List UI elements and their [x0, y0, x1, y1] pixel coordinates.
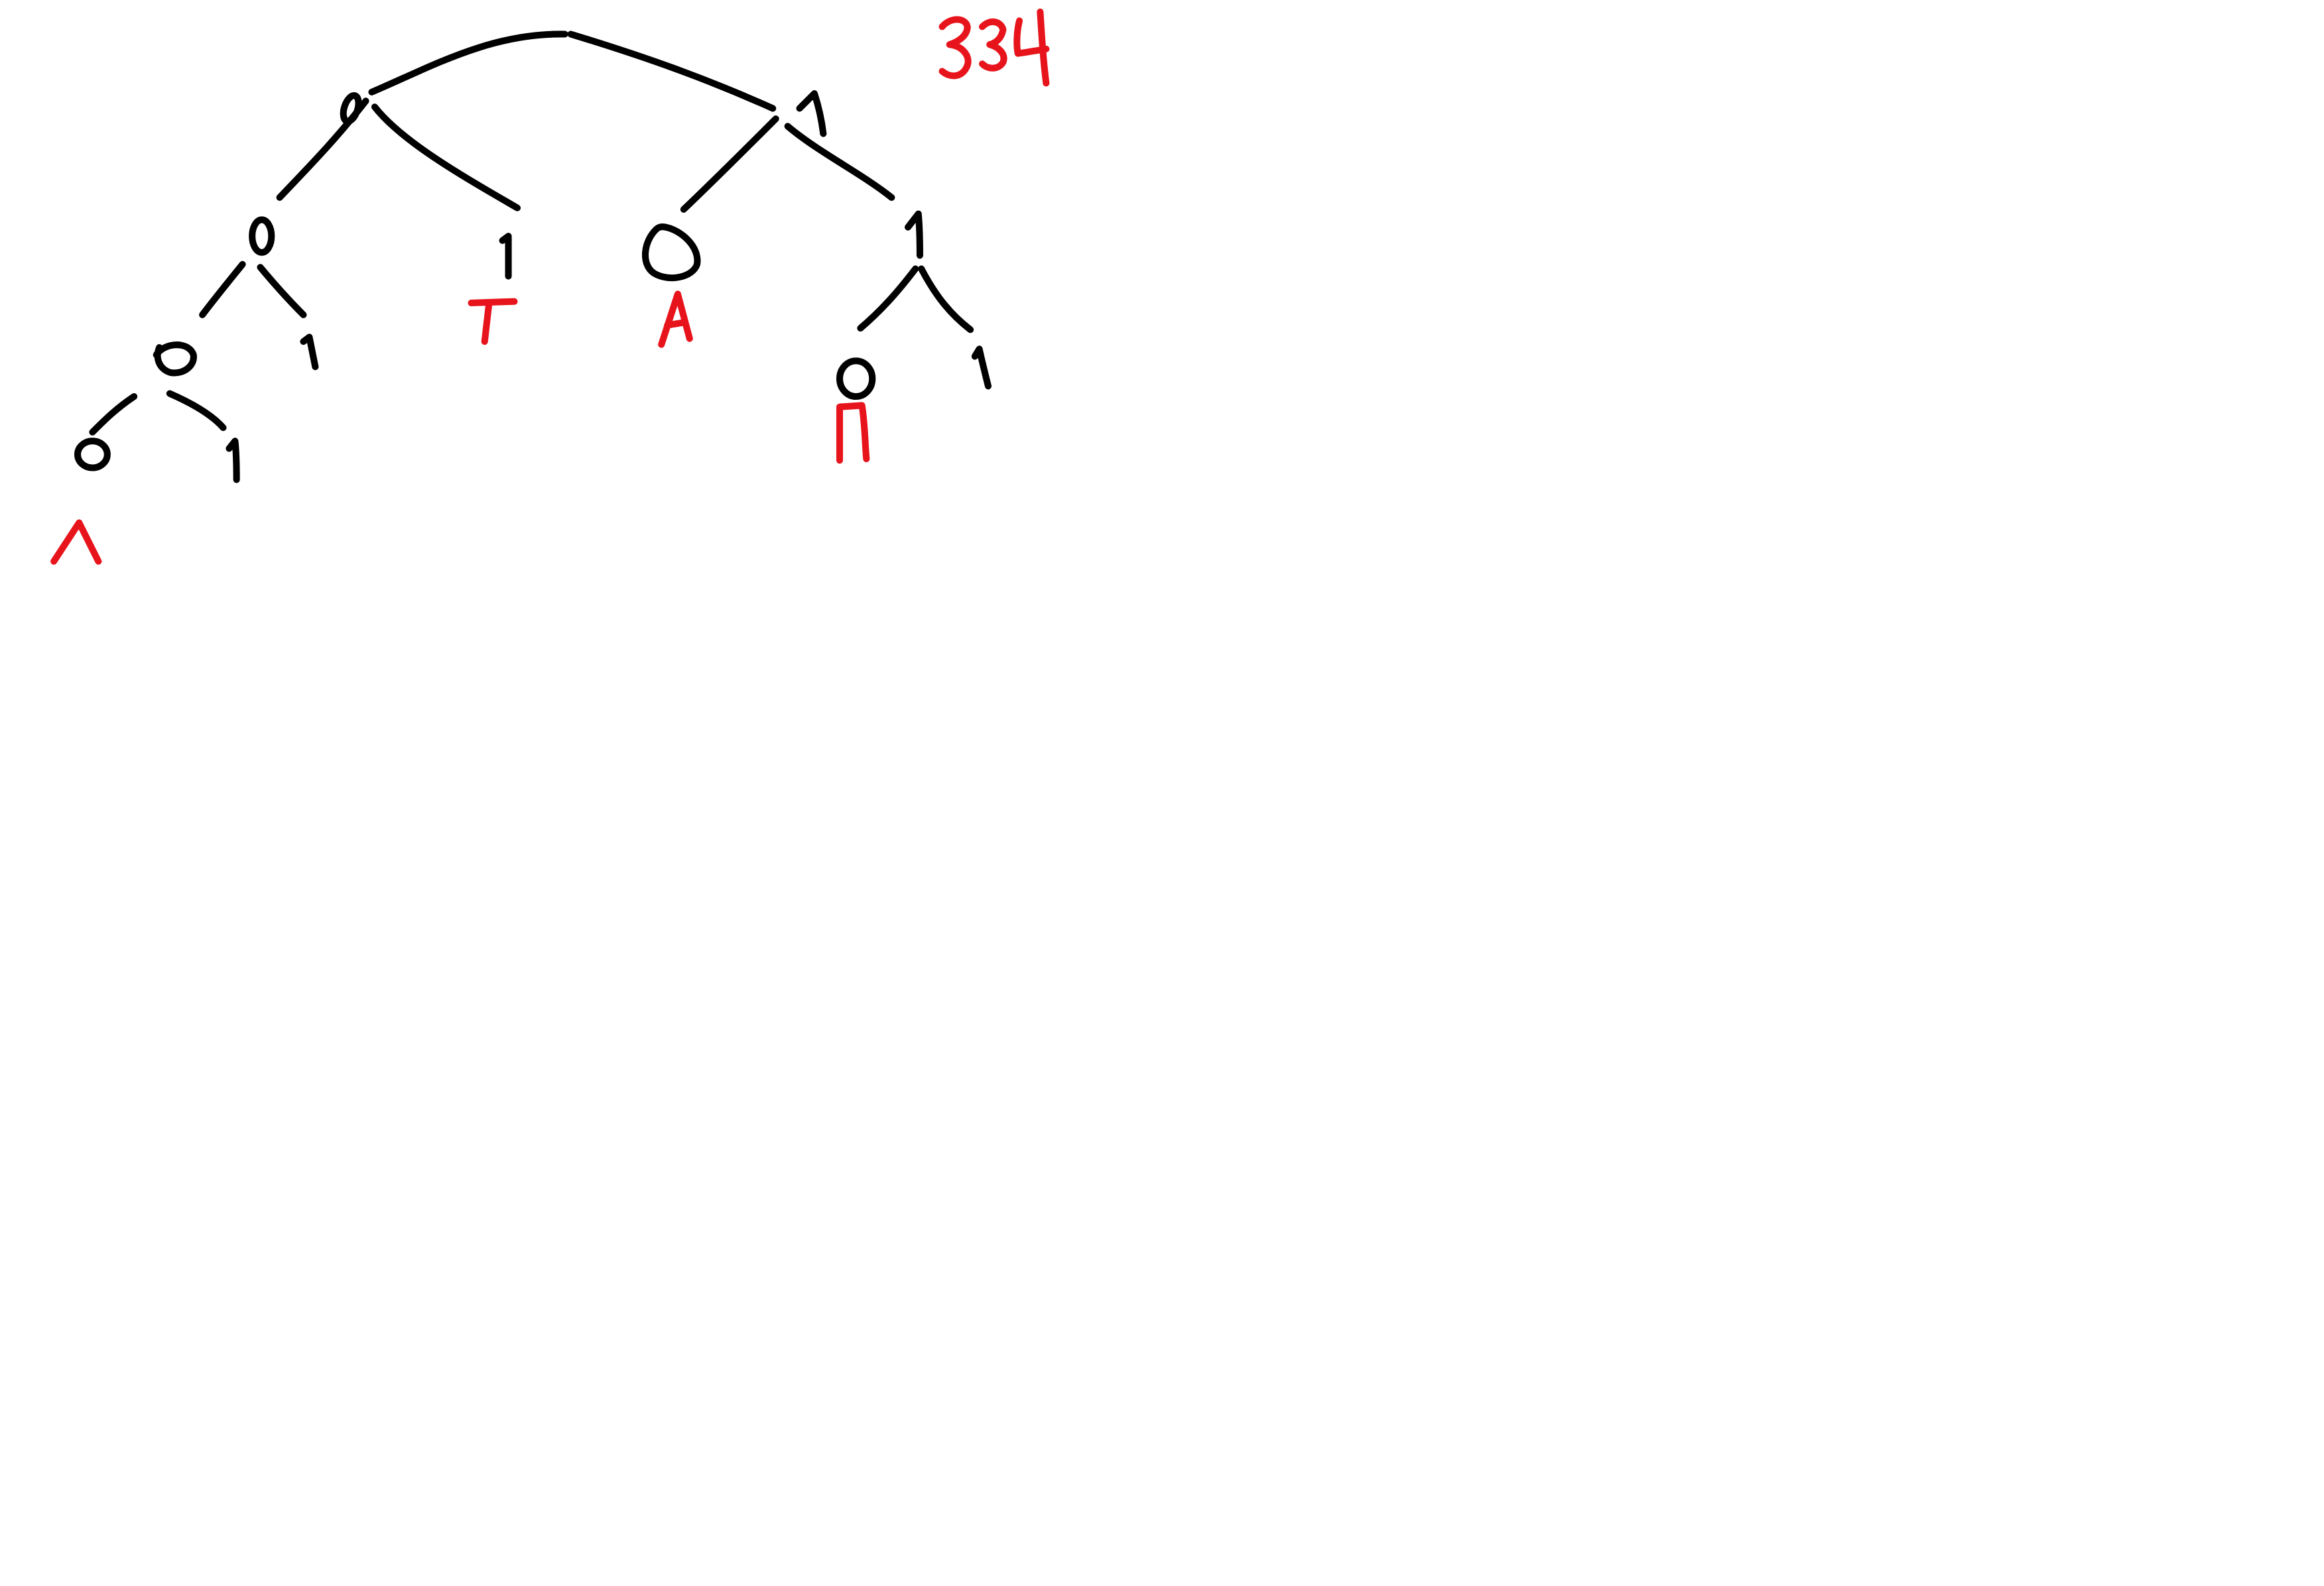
svg-text:0: 0 [174, 358, 176, 360]
digit-3-second [978, 18, 1007, 72]
edge-ll-lll [199, 261, 246, 318]
svg-text:A: A [677, 318, 678, 320]
svg-text:T: T [491, 318, 492, 320]
svg-text:Л: Л [76, 542, 78, 544]
node-r-label: 1 [796, 90, 827, 137]
node-ll-label: 0 [249, 216, 275, 256]
digit-3-first [938, 16, 972, 80]
edge-l-lr [371, 103, 521, 212]
letter-el: Л [50, 519, 102, 565]
edge-root-l [368, 30, 568, 95]
svg-text:0: 0 [262, 235, 263, 237]
edge-rr-rrr [918, 265, 974, 334]
edge-root-r [567, 30, 777, 112]
edge-ll-llr [257, 264, 307, 318]
svg-text:1: 1 [811, 111, 812, 113]
letter-annotations: T A П Л [50, 290, 870, 565]
node-l-label: 0 [340, 92, 362, 125]
header-number: 334 [938, 8, 1050, 87]
node-llr-label: 1 [300, 334, 319, 371]
svg-text:0: 0 [669, 254, 670, 256]
digit-4 [1013, 8, 1050, 87]
edge-rr-rrl [857, 265, 919, 332]
svg-text:0: 0 [856, 377, 858, 379]
svg-text:0: 0 [92, 453, 94, 455]
edge-r-rr [784, 123, 895, 201]
node-rl-label: 0 [642, 223, 701, 282]
node-rrr-label: 1 [971, 345, 992, 390]
node-rrl-label: 0 [836, 357, 876, 400]
node-rr-label: 1 [904, 210, 923, 259]
node-lll-label: 0 [153, 341, 197, 377]
svg-text:0: 0 [351, 107, 352, 109]
edge-lll-llll [89, 393, 138, 436]
node-llll-label: 0 [74, 438, 111, 471]
bit-labels: 0 1 0 1 0 1 0 1 [74, 90, 992, 483]
svg-text:П: П [852, 430, 853, 432]
edge-r-rl [680, 115, 779, 213]
letter-t: T [468, 298, 518, 345]
letter-a: A [658, 290, 693, 348]
letter-pe: П [836, 402, 870, 464]
edge-lll-lllr [166, 390, 227, 432]
node-lllr-label: 1 [226, 438, 240, 483]
node-lr-label: 1 [499, 233, 512, 280]
svg-text:334: 334 [996, 43, 999, 45]
